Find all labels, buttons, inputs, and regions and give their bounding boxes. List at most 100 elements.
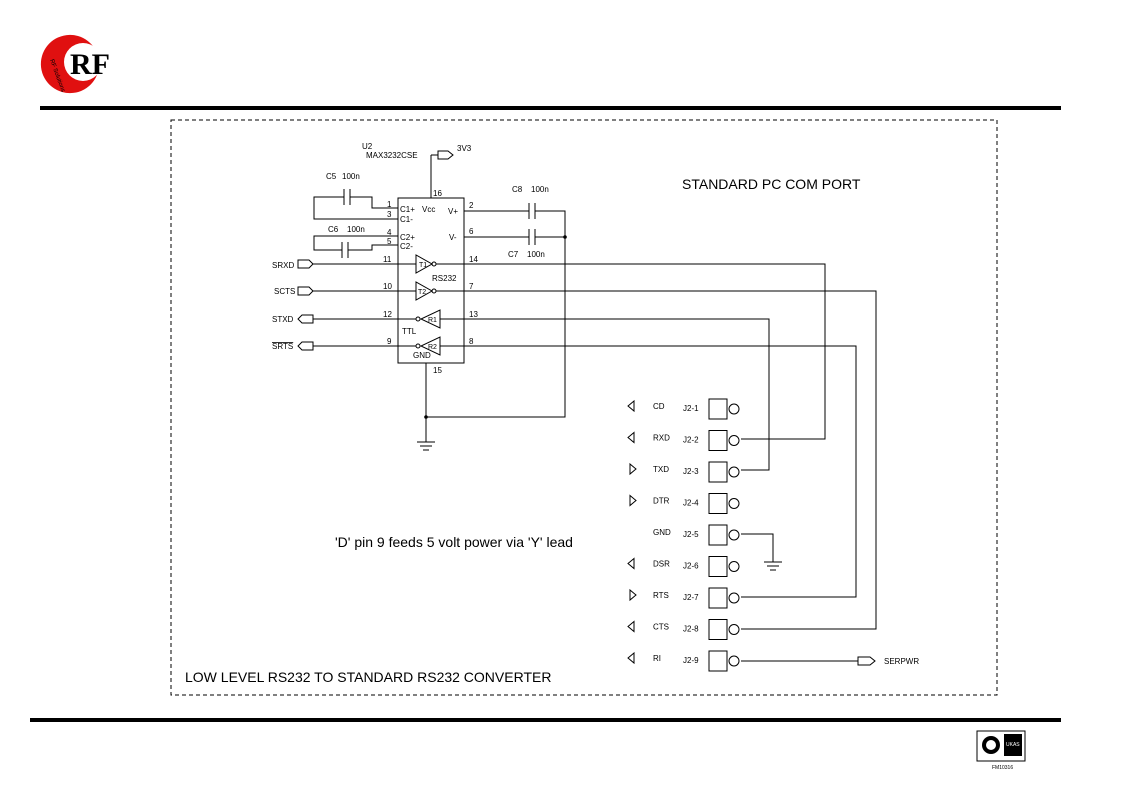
connector-row: TXD J2-3 [629,461,740,483]
pin-num-1: 1 [387,200,392,209]
ic-ref: U2 [362,142,373,151]
connector-row: RTS J2-7 [629,587,740,609]
arrow-right-icon [629,494,637,507]
pin-num-5: 5 [387,237,392,246]
pin-num-10: 10 [383,282,392,291]
connector-pin-body [708,587,728,609]
connector-pin-contact [728,592,740,604]
capacitor-c6: C6 100n [313,225,398,258]
pin-num-8: 8 [469,337,474,346]
ic-gnd-label: GND [413,351,431,360]
c5-value: 100n [342,172,360,181]
pin-num-12: 12 [383,310,392,319]
connector-pin-contact [728,403,740,415]
connector-signal-label: CD [653,402,665,411]
capacitor-c5: C5 100n [313,172,398,220]
connector-pin-label: J2-4 [683,499,699,508]
pin-name-c2m: C2- [400,242,413,251]
connector-pin-body [708,556,728,577]
connector-pin-body [708,619,728,640]
header-rule [40,106,1061,110]
signal-srxd: SRXD [272,261,294,270]
r2-label: R2 [428,344,437,351]
driver-t1: SRXD 11 T1 14 [272,254,826,440]
driver-t2: SCTS 10 T2 7 [274,281,877,630]
pin-num-14: 14 [469,255,478,264]
connector-pin-body [708,461,728,483]
pin-num-11: 11 [383,255,392,264]
c8-value: 100n [531,185,549,194]
diagram-frame [170,119,998,696]
connector-pin-label: J2-7 [683,593,699,602]
ic-max3232: U2 MAX3232CSE Vcc GND RS232 TTL 16 15 C1… [362,142,474,375]
connector-row: CD J2-1 [627,398,740,420]
arrow-left-icon [627,651,635,665]
connector-signal-label: CTS [653,623,669,632]
connector-pin-body [708,430,728,451]
supply-label: 3V3 [457,144,472,153]
pin-num-gnd: 15 [433,366,442,375]
badge-code: FM10316 [992,765,1013,771]
connector-signal-label: RTS [653,591,669,600]
signal-srts: SRTS [272,342,293,351]
ic-ground [417,363,435,451]
connector-signal-label: RI [653,654,661,663]
connector-pin-contact [728,435,740,446]
arrow-left-icon [627,620,635,633]
pin-num-vcc: 16 [433,189,442,198]
connector-signal-label: DTR [653,497,670,506]
receiver-r1: STXD 12 R1 13 [272,309,770,471]
c7-ref: C7 [508,250,519,259]
connector-pin-contact [728,561,740,572]
ic-part: MAX3232CSE [366,151,418,160]
signal-stxd: STXD [272,315,294,324]
connector-signal-label: DSR [653,560,670,569]
connector-pin-contact [728,655,740,667]
connector-ground [741,533,782,571]
ic-ttl-label: TTL [402,327,417,336]
arrow-right-icon [629,588,637,602]
connector-pin-body [708,524,728,546]
connector-signal-label: GND [653,528,671,537]
connector-pin-label: J2-1 [683,404,699,413]
ic-rs232-label: RS232 [432,274,457,283]
connector-pin-label: J2-9 [683,656,699,665]
connector-pin-label: J2-2 [683,436,699,445]
connector-pin-body [708,650,728,672]
arrow-left-icon [627,557,635,570]
pin-num-7: 7 [469,282,474,291]
supply-3v3: 3V3 [430,144,472,198]
section-title: STANDARD PC COM PORT [682,176,861,192]
certification-badge: UKAS FM10316 [976,730,1026,771]
converter-title: LOW LEVEL RS232 TO STANDARD RS232 CONVER… [185,669,551,685]
receiver-r2: SRTS 9 R2 8 [272,336,857,598]
t1-label: T1 [419,262,427,269]
connector-row: CTS J2-8 [627,619,740,640]
connector-row: RI J2-9 [627,650,740,672]
connector-pin-contact [728,529,740,541]
connector-signal-label: TXD [653,465,669,474]
connector-pin-label: J2-3 [683,467,699,476]
capacitor-c8: C8 100n [426,185,566,418]
pin-name-c2p: C2+ [400,233,415,242]
pin-num-2: 2 [469,201,474,210]
pin-num-9: 9 [387,337,392,346]
signal-scts: SCTS [274,287,295,296]
serpwr-port: SERPWR [741,656,919,666]
pin-num-6: 6 [469,227,474,236]
c6-value: 100n [347,225,365,234]
badge-text: UKAS [1006,742,1020,748]
arrow-left-icon [627,399,635,413]
power-note: 'D' pin 9 feeds 5 volt power via 'Y' lea… [335,534,573,550]
arrow-right-icon [629,462,637,476]
c5-ref: C5 [326,172,337,181]
connector-pin-label: J2-8 [683,625,699,634]
c6-ref: C6 [328,225,339,234]
connector-pin-body [708,493,728,514]
connector-pin-contact [728,466,740,478]
serpwr-label: SERPWR [884,657,919,666]
